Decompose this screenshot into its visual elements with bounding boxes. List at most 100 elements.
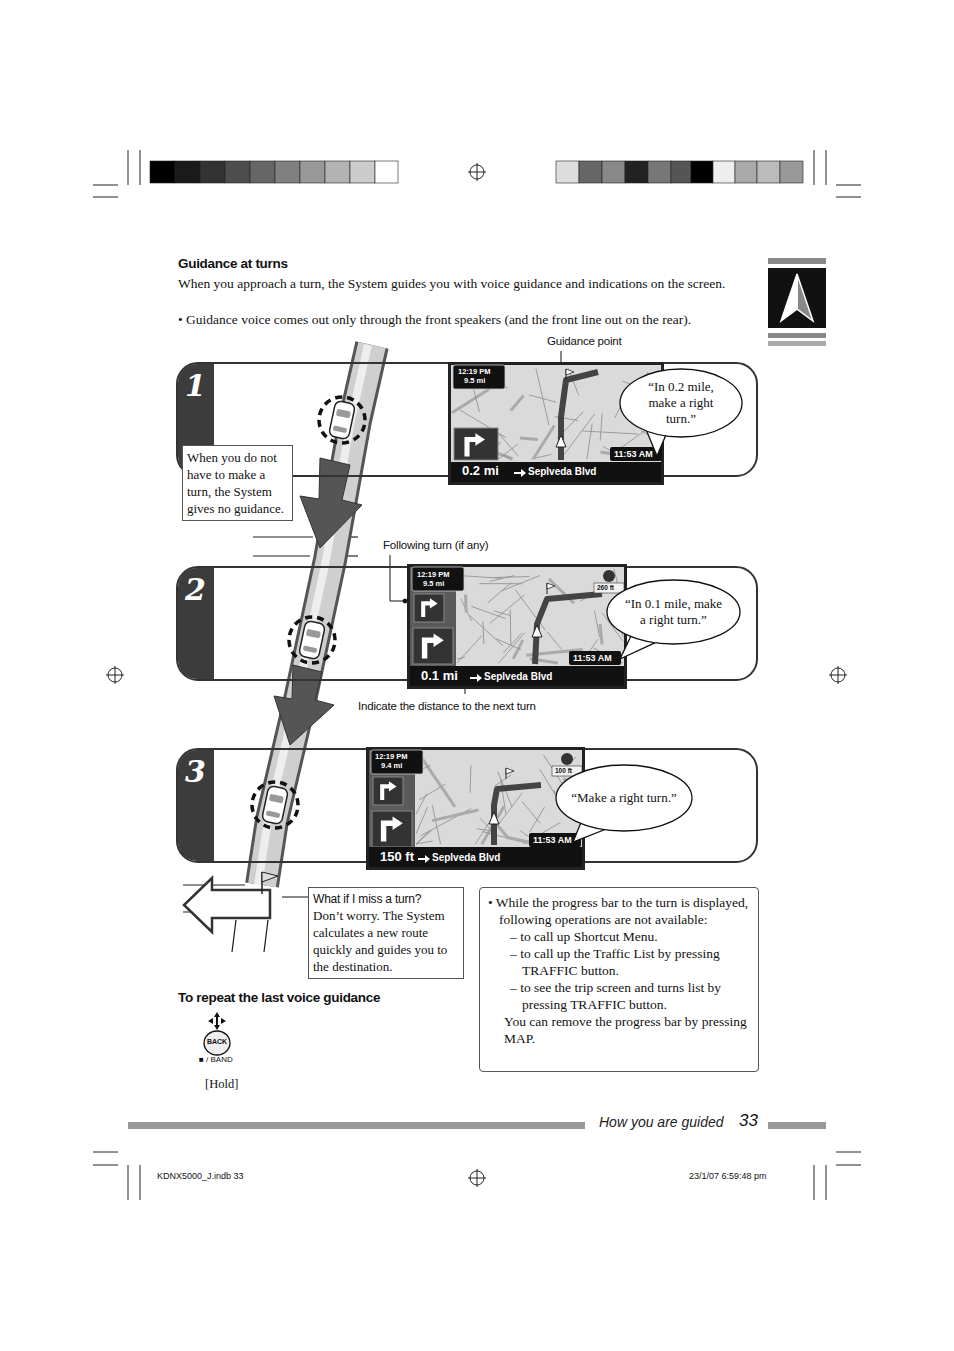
route-line: [561, 372, 598, 460]
bubble-text: “In 0.2 mile, make a right turn.”: [633, 379, 730, 427]
speech-bubble: “In 0.1 mile, make a right turn.”: [606, 579, 741, 645]
print-info: KDNX5000_J.indb 33: [157, 1171, 244, 1181]
car-marker: [489, 812, 499, 824]
list-item: – to call up the Traffic List by pressin…: [488, 945, 750, 979]
page-number: 33: [739, 1111, 758, 1131]
map-ground: [410, 567, 624, 686]
map-street: [522, 802, 540, 824]
note-box: When you do not have to make a turn, the…: [182, 445, 293, 521]
color-bars: [150, 161, 803, 183]
turn-box: [413, 628, 453, 664]
map-street: [529, 395, 556, 402]
map-street: [473, 385, 480, 411]
map-street: [498, 444, 517, 459]
map-street: [464, 595, 468, 613]
map-street: [499, 633, 525, 663]
speech-bubble: “Make a right turn.”: [555, 764, 693, 832]
map-street: [497, 793, 522, 826]
callout-label: Guidance point: [547, 335, 622, 347]
map-ground: [451, 365, 661, 482]
distance-tag: [594, 583, 624, 593]
map-street: [416, 794, 427, 814]
back-button: BACK: [203, 1030, 231, 1056]
map-street: [432, 810, 478, 821]
map-street: [587, 424, 592, 459]
bubble-shape: [607, 580, 740, 644]
screen-text: 0.2 mi: [462, 463, 499, 478]
bubble-shape: [556, 765, 692, 831]
section-title: Guidance at turns: [178, 256, 288, 271]
map-street: [547, 632, 561, 650]
note-heading: What if I miss a turn?: [313, 891, 459, 907]
turn-arrow-head: [430, 598, 438, 608]
step-number: 1: [185, 368, 206, 403]
callout-label: Following turn (if any): [383, 539, 488, 551]
street-arrow: [418, 855, 430, 863]
map-street: [511, 395, 524, 410]
note-bullet: • Guidance voice comes out only through …: [178, 311, 774, 328]
nav-screen: 12:19 PM9.5 mi260 ft0.1 miSeplveda Blvd1…: [407, 564, 627, 689]
car-marker: [532, 625, 542, 637]
turn-arrow: [425, 640, 435, 658]
speech-bubble: “In 0.2 mile, make a right turn.”: [619, 368, 743, 438]
button-shape: [204, 1031, 230, 1055]
screen-text: 9.5 mi: [423, 580, 444, 588]
chapter-tab: [768, 258, 826, 346]
map-street: [416, 841, 433, 844]
car-marker: [556, 435, 566, 447]
turn-arrow-head: [434, 633, 444, 646]
step-number: 3: [185, 754, 206, 789]
map-street: [457, 635, 482, 663]
turn-arrow: [467, 440, 476, 457]
callout-label: Indicate the distance to the next turn: [358, 700, 536, 712]
time-box: [371, 750, 423, 774]
screen-text: 9.5 mi: [464, 377, 485, 385]
screen-text: Seplveda Blvd: [484, 671, 552, 683]
next-turn-box: [373, 777, 403, 805]
bubble-text: “In 0.1 mile, make a right turn.”: [621, 596, 726, 628]
street-arrow: [514, 469, 526, 477]
compass: [603, 570, 615, 582]
step-panel: 212:19 PM9.5 mi260 ft0.1 miSeplveda Blvd…: [176, 566, 758, 681]
map-street: [494, 576, 530, 577]
screen-frame: [366, 747, 585, 870]
progress-bar: [451, 462, 661, 482]
nav-screen: 12:19 PM9.4 mi100 ft150 ftSeplveda Blvd1…: [366, 747, 585, 870]
map-street: [499, 434, 518, 456]
map-street: [470, 615, 503, 645]
progress-bar: [369, 847, 582, 867]
clock-box: [569, 651, 621, 665]
guidance-flag: [547, 583, 555, 589]
bubble-text-wrap: “In 0.1 mile, make a right turn.”: [621, 596, 726, 628]
map-street: [513, 640, 523, 659]
map-street: [503, 633, 521, 653]
note-text: When you do not have to make a turn, the…: [187, 449, 288, 517]
print-info: 23/1/07 6:59:48 pm: [689, 1171, 767, 1181]
turn-arrow-head: [389, 781, 397, 791]
screen-text: 11:53 AM: [533, 835, 572, 845]
bubble-text-wrap: “In 0.2 mile, make a right turn.”: [633, 379, 730, 427]
map-street: [479, 583, 522, 584]
map-street: [416, 807, 428, 834]
bubble-join: [584, 819, 606, 828]
map-street: [504, 455, 511, 459]
map-street: [561, 414, 594, 459]
turn-arrow-head: [475, 433, 485, 446]
map-street: [600, 413, 602, 440]
guidance-flag: [506, 768, 514, 774]
bubble-join: [645, 425, 665, 434]
time-box: [412, 567, 464, 591]
time-box: [453, 365, 505, 389]
list-item: – to see the trip screen and turns list …: [488, 979, 750, 1013]
screen-text: 260 ft: [597, 584, 614, 592]
map-street: [501, 575, 540, 590]
next-turn-box: [414, 594, 444, 622]
button-text: BACK: [203, 1038, 231, 1045]
footer-section: How you are guided: [599, 1114, 724, 1130]
map-ground: [369, 750, 582, 867]
turn-arrow: [384, 823, 394, 841]
map-street: [520, 438, 538, 440]
info-box: • While the progress bar to the turn is …: [479, 887, 759, 1072]
intro-text: When you approach a turn, the System gui…: [178, 275, 743, 292]
